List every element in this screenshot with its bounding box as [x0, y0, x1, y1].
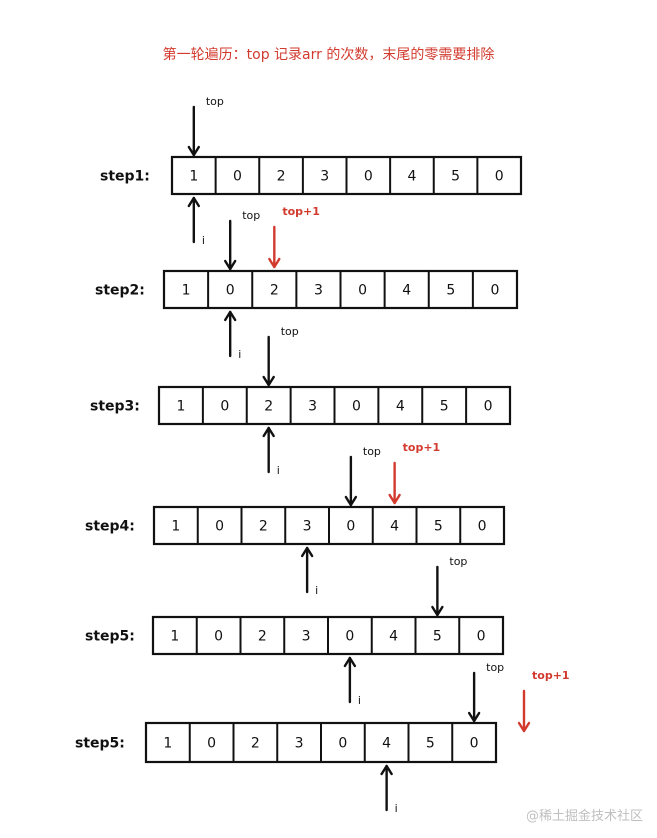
i-label: i — [238, 348, 241, 361]
array-cell: 1 — [171, 519, 180, 535]
array-cell: 1 — [163, 736, 172, 752]
array-cell: 1 — [170, 629, 179, 645]
array-cell: 4 — [407, 169, 416, 185]
array-cell: 2 — [270, 283, 279, 299]
top-plus-one-label: top+1 — [282, 205, 320, 218]
i-arrow — [380, 764, 393, 812]
array-cell: 0 — [490, 283, 499, 299]
array-cell: 0 — [484, 399, 493, 415]
top-plus-one-label: top+1 — [403, 441, 441, 454]
array-cell: 2 — [258, 629, 267, 645]
array-cell: 3 — [295, 736, 304, 752]
array-cell: 0 — [470, 736, 479, 752]
top-label: top — [486, 661, 504, 674]
array-cell: 0 — [478, 519, 487, 535]
top-arrow — [467, 671, 481, 723]
i-arrow — [223, 310, 237, 358]
array-cell: 4 — [396, 399, 405, 415]
array-cell: 4 — [390, 519, 399, 535]
array-cell: 0 — [345, 629, 354, 645]
array-cell: 0 — [352, 399, 361, 415]
array-cell: 3 — [314, 283, 323, 299]
step-label: step3: — [90, 399, 140, 415]
top-arrow — [344, 455, 358, 507]
array-cell: 3 — [302, 629, 311, 645]
array-cell: 4 — [402, 283, 411, 299]
step-label: step2: — [95, 283, 145, 299]
array-cell: 0 — [220, 399, 229, 415]
array-cell: 2 — [259, 519, 268, 535]
array-cell: 5 — [451, 169, 460, 185]
top-arrow — [187, 105, 201, 157]
top-plus-one-arrow — [268, 225, 281, 269]
i-arrow — [343, 656, 357, 704]
i-arrow — [262, 426, 275, 474]
top-arrow — [223, 219, 237, 271]
array-cell: 0 — [364, 169, 373, 185]
array-cell: 2 — [264, 399, 273, 415]
step-label: step5: — [85, 629, 135, 645]
array-cell: 0 — [215, 519, 224, 535]
array-cell: 0 — [214, 629, 223, 645]
i-label: i — [358, 694, 361, 707]
step-label: step1: — [100, 169, 150, 185]
i-arrow — [187, 196, 201, 244]
array-cell: 3 — [303, 519, 312, 535]
top-label: top — [281, 325, 299, 338]
top-label: top — [363, 445, 381, 458]
i-arrow — [300, 546, 314, 594]
top-label: top — [242, 209, 260, 222]
step-label: step5: — [75, 736, 125, 752]
step-label: step4: — [85, 519, 135, 535]
array-cell: 0 — [346, 519, 355, 535]
array-cell: 0 — [358, 283, 367, 299]
array-cell: 0 — [207, 736, 216, 752]
top-arrow — [262, 335, 275, 387]
array-cell: 2 — [277, 169, 286, 185]
i-label: i — [277, 464, 280, 477]
top-label: top — [206, 95, 224, 108]
array-cell: 0 — [495, 169, 504, 185]
array-cell: 3 — [320, 169, 329, 185]
i-label: i — [395, 802, 398, 815]
array-cell: 5 — [434, 519, 443, 535]
top-plus-one-arrow — [517, 689, 531, 733]
array-cell: 4 — [382, 736, 391, 752]
array-cell: 2 — [251, 736, 260, 752]
array-cell: 4 — [389, 629, 398, 645]
array-cell: 0 — [226, 283, 235, 299]
array-cell: 1 — [189, 169, 198, 185]
array-cell: 0 — [338, 736, 347, 752]
watermark: @稀土掘金技术社区 — [525, 809, 643, 824]
top-plus-one-label: top+1 — [532, 669, 570, 682]
array-cell: 5 — [426, 736, 435, 752]
array-cell: 3 — [308, 399, 317, 415]
array-cell: 0 — [477, 629, 486, 645]
array-cell: 5 — [446, 283, 455, 299]
top-label: top — [449, 555, 467, 568]
page-title: 第一轮遍历：top 记录arr 的次数，末尾的零需要排除 — [162, 47, 495, 63]
array-cell: 1 — [182, 283, 191, 299]
array-cell: 1 — [176, 399, 185, 415]
array-cell: 5 — [440, 399, 449, 415]
array-cell: 5 — [433, 629, 442, 645]
top-plus-one-arrow — [388, 461, 401, 505]
i-label: i — [315, 584, 318, 597]
i-label: i — [202, 234, 205, 247]
top-arrow — [431, 565, 444, 617]
array-cell: 0 — [233, 169, 242, 185]
